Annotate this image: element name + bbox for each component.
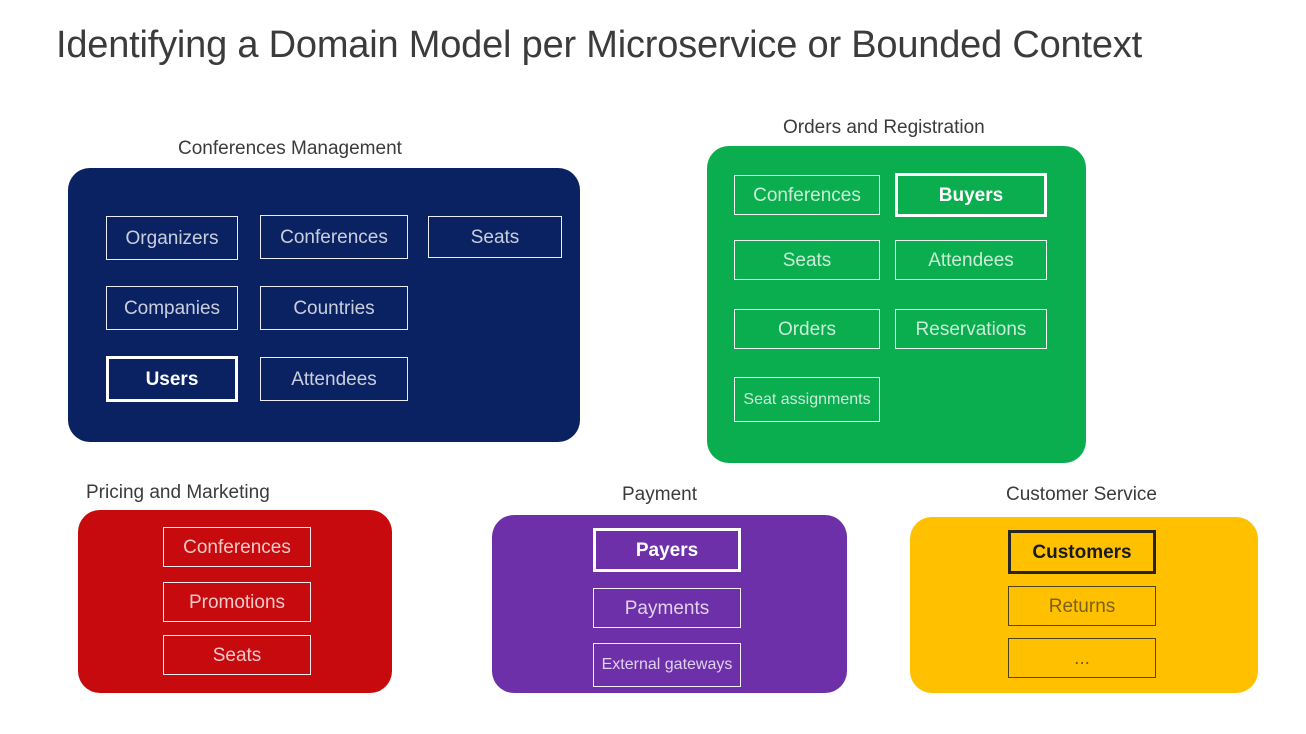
entity-chip-returns[interactable]: Returns [1008, 586, 1156, 626]
context-panel-conferences-management: Organizers Conferences Seats Companies C… [68, 168, 580, 442]
entity-chip-payments[interactable]: Payments [593, 588, 741, 628]
entity-chip-orders[interactable]: Orders [734, 309, 880, 349]
entity-chip-buyers[interactable]: Buyers [895, 173, 1047, 217]
context-panel-payment: Payers Payments External gateways [492, 515, 847, 693]
entity-chip-conferences[interactable]: Conferences [163, 527, 311, 567]
entity-chip-seats[interactable]: Seats [428, 216, 562, 258]
context-caption-orders-and-registration: Orders and Registration [783, 117, 985, 138]
entity-chip-external-gateways[interactable]: External gateways [593, 643, 741, 687]
page-title: Identifying a Domain Model per Microserv… [56, 24, 1142, 66]
entity-chip-ellipsis[interactable]: ... [1008, 638, 1156, 678]
entity-chip-reservations[interactable]: Reservations [895, 309, 1047, 349]
context-caption-conferences-management: Conferences Management [178, 138, 402, 159]
context-panel-customer-service: Customers Returns ... [910, 517, 1258, 693]
entity-chip-seats[interactable]: Seats [163, 635, 311, 675]
entity-chip-seat-assignments[interactable]: Seat assignments [734, 377, 880, 422]
entity-chip-promotions[interactable]: Promotions [163, 582, 311, 622]
entity-chip-payers[interactable]: Payers [593, 528, 741, 572]
context-panel-pricing-and-marketing: Conferences Promotions Seats [78, 510, 392, 693]
entity-chip-countries[interactable]: Countries [260, 286, 408, 330]
entity-chip-companies[interactable]: Companies [106, 286, 238, 330]
entity-chip-attendees[interactable]: Attendees [895, 240, 1047, 280]
entity-chip-organizers[interactable]: Organizers [106, 216, 238, 260]
context-panel-orders-and-registration: Conferences Buyers Seats Attendees Order… [707, 146, 1086, 463]
entity-chip-conferences[interactable]: Conferences [260, 215, 408, 259]
context-caption-payment: Payment [622, 484, 697, 505]
context-caption-pricing-and-marketing: Pricing and Marketing [86, 482, 270, 503]
entity-chip-users[interactable]: Users [106, 356, 238, 402]
entity-chip-conferences[interactable]: Conferences [734, 175, 880, 215]
context-caption-customer-service: Customer Service [1006, 484, 1157, 505]
entity-chip-seats[interactable]: Seats [734, 240, 880, 280]
entity-chip-attendees[interactable]: Attendees [260, 357, 408, 401]
entity-chip-customers[interactable]: Customers [1008, 530, 1156, 574]
